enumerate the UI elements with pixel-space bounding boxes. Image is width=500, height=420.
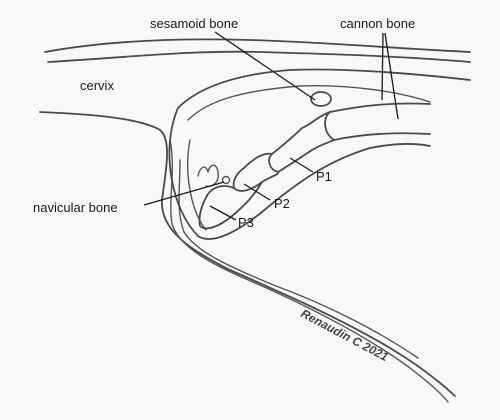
cannon-bone-lower-edge	[333, 132, 431, 141]
p3-leader	[209, 205, 237, 221]
uterine-wall-outline	[39, 38, 471, 403]
limb-lower-outline-inner	[187, 139, 207, 231]
cannon-leader-2	[384, 32, 399, 120]
upper-wall-line-2	[47, 50, 471, 63]
cannon-bone	[324, 102, 431, 141]
hoof-scribble	[197, 164, 220, 188]
sesamoid-bone-shape	[310, 91, 332, 107]
p3-bone-shape	[198, 181, 263, 230]
label-cervix: cervix	[80, 78, 114, 93]
p2-leader	[243, 183, 271, 201]
leader-lines	[143, 31, 399, 221]
limb-upper-outline-inner	[187, 85, 431, 121]
navicular-bone-shape	[221, 175, 231, 185]
label-sesamoid-bone: sesamoid bone	[150, 16, 238, 31]
label-p3: P3	[238, 215, 254, 230]
limb-upper-outline	[177, 68, 471, 109]
label-navicular-bone: navicular bone	[33, 200, 118, 215]
p1-bone-shape	[268, 111, 335, 173]
cervix-lower-wall-line-2	[169, 139, 449, 403]
cannon-leader-1	[381, 32, 384, 101]
cervix-lower-wall-line-3	[178, 159, 419, 359]
phalanges	[197, 111, 335, 230]
label-cannon-bone: cannon bone	[340, 16, 415, 31]
cannon-bone-upper-edge	[329, 102, 431, 113]
p1-leader	[289, 157, 314, 173]
fetal-limb	[168, 68, 471, 240]
navicular-leader	[143, 181, 225, 206]
label-p2: P2	[274, 196, 290, 211]
p2-bone-shape	[232, 152, 280, 192]
cannon-bone-distal-end	[324, 111, 335, 141]
cervix-lower-wall-line	[39, 111, 456, 397]
limb-lower-outline	[168, 107, 431, 240]
label-p1: P1	[316, 169, 332, 184]
outer-upper-wall-line	[44, 38, 471, 53]
sesamoid-leader	[214, 31, 316, 101]
